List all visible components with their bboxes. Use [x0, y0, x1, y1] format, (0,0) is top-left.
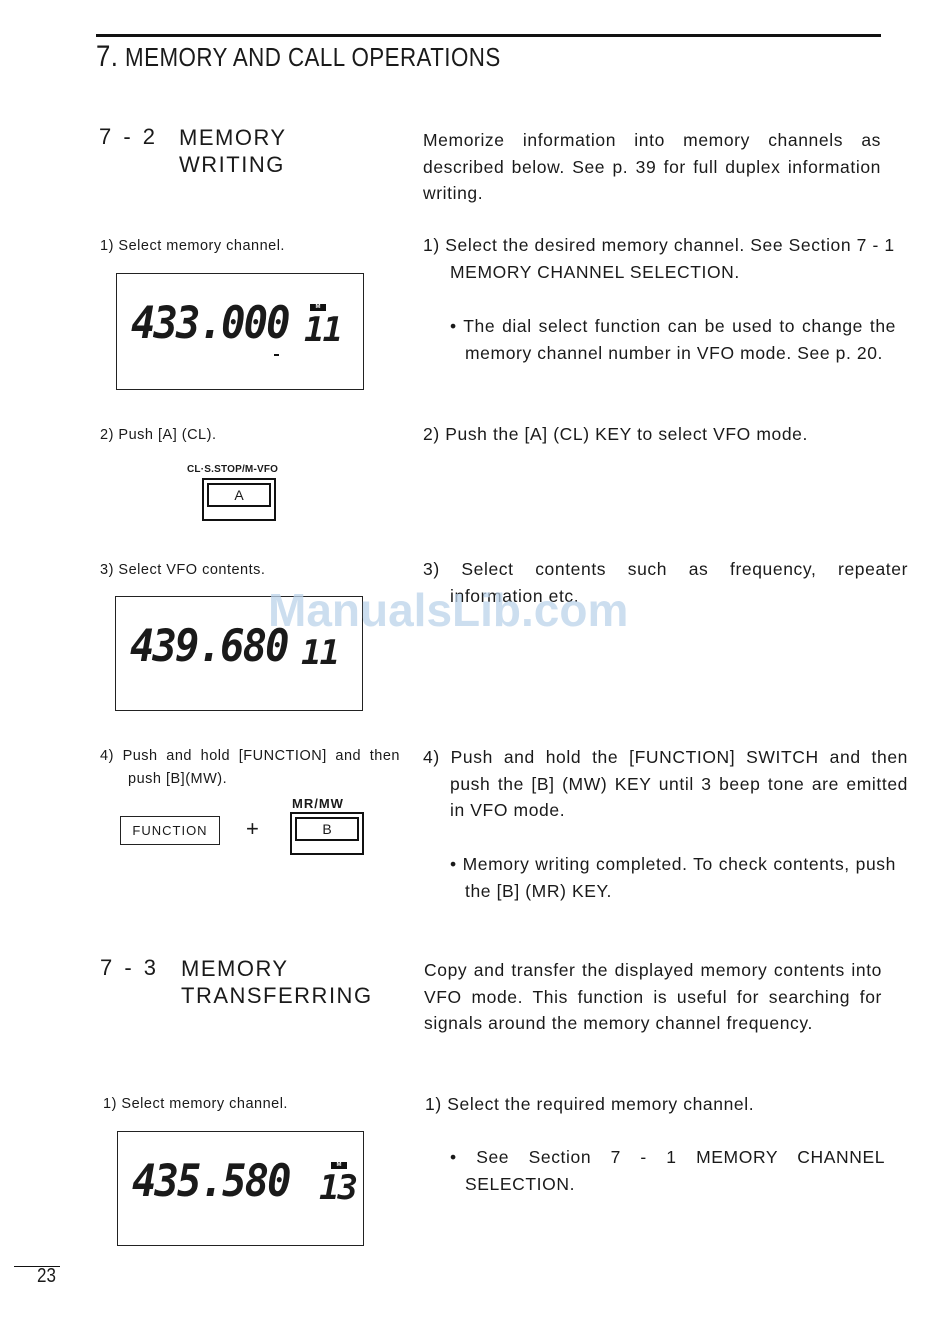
b-key[interactable]: B	[290, 812, 364, 855]
lcd3-memory-flag: M	[331, 1162, 347, 1169]
section-7-3-title: MEMORY TRANSFERRING	[181, 956, 373, 1008]
key-b-label: MR/MW	[292, 796, 344, 811]
section-7-3-intro: Copy and transfer the displayed memory c…	[424, 960, 882, 1033]
b-key-face: B	[295, 817, 359, 841]
step2-left-label: 2) Push [A] (CL).	[100, 427, 217, 443]
step1-note: • The dial select function can be used t…	[450, 316, 896, 363]
page-number: 23	[37, 1265, 56, 1287]
lcd2-channel: 11	[301, 633, 340, 673]
step1-right-text: 1) Select the desired memory channel. Se…	[423, 235, 895, 282]
step4-note: • Memory writing completed. To check con…	[450, 854, 896, 901]
plus-sign: +	[246, 816, 259, 841]
function-key[interactable]: FUNCTION	[120, 816, 220, 845]
lcd2-frequency: 439.680	[130, 621, 290, 672]
a-key[interactable]: A	[202, 478, 276, 521]
lcd3-channel: 13	[319, 1168, 358, 1208]
step4-right-text: 4) Push and hold the [FUNCTION] SWITCH a…	[423, 747, 908, 820]
s73-step1-note: • See Section 7 - 1 MEMORY CHANNEL SELEC…	[450, 1147, 885, 1194]
top-rule	[96, 34, 881, 37]
page-number-rule	[14, 1266, 60, 1267]
step3-left-label: 3) Select VFO contents.	[100, 562, 266, 578]
lcd1-dash	[274, 354, 279, 356]
step3-right-text: 3) Select contents such as frequency, re…	[423, 559, 908, 606]
chapter-heading: 7. MEMORY AND CALL OPERATIONS	[96, 40, 501, 74]
section-7-2-intro: Memorize information into memory channel…	[423, 130, 881, 203]
step4-left-label: 4) Push and hold [FUNCTION] and then pus…	[100, 748, 400, 787]
lcd-display-3: 435.580 M 13	[117, 1131, 364, 1246]
lcd1-memory-flag: M	[310, 304, 326, 311]
chapter-title: MEMORY AND CALL OPERATIONS	[125, 42, 501, 72]
watermark: ManualsLib.com	[268, 584, 629, 636]
section-7-3-number: 7 - 3	[100, 955, 160, 980]
lcd1-channel: 11	[304, 310, 343, 350]
s73-step1-left-label: 1) Select memory channel.	[103, 1096, 288, 1112]
lcd-display-2: 439.680 11	[115, 596, 363, 711]
section-7-2-number: 7 - 2	[99, 124, 159, 149]
lcd-display-1: 433.000 M 11	[116, 273, 364, 390]
lcd1-frequency: 433.000	[131, 298, 291, 349]
a-key-face: A	[207, 483, 271, 507]
chapter-number: 7.	[96, 40, 119, 73]
step1-left-label: 1) Select memory channel.	[100, 238, 285, 254]
section-7-2-title: MEMORY WRITING	[179, 125, 287, 177]
lcd3-frequency: 435.580	[132, 1156, 292, 1207]
step2-right-text: 2) Push the [A] (CL) KEY to select VFO m…	[423, 424, 808, 444]
s73-step1-right-text: 1) Select the required memory channel.	[425, 1094, 755, 1114]
key-a-label: CL·S.STOP/M-VFO	[187, 464, 279, 475]
